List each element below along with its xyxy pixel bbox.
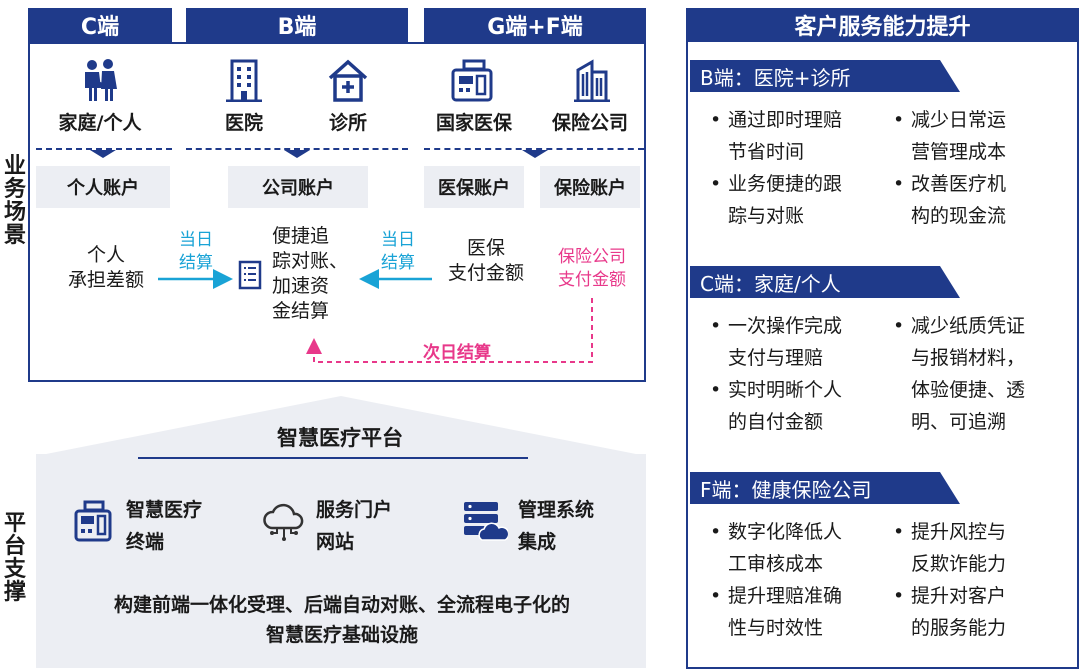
platform-item-system: 管理系统集成 <box>518 499 595 553</box>
section-f-left-list: •数字化降低人 工审核成本 •提升理赔准确 性与时效性 <box>710 521 843 639</box>
platform-title: 智慧医疗平台 <box>277 426 403 450</box>
section-f-right-list: •提升风控与 反欺诈能力 •提升对客户 的服务能力 <box>893 521 1007 639</box>
hospital-icon <box>224 58 264 102</box>
divider-b <box>186 148 408 150</box>
platform-roof <box>36 396 646 456</box>
family-icon <box>80 58 120 102</box>
center-settlement-text: 便捷追踪对账、加速资金结算 <box>272 225 349 322</box>
header-b-end: B端 <box>186 8 408 42</box>
section-b-left-list: •通过即时理赔 节省时间 •业务便捷的跟 踪与对账 <box>710 109 843 227</box>
divider-gf <box>424 148 644 150</box>
divider-c <box>36 148 172 150</box>
arrow-down-c <box>90 150 116 158</box>
section-f-title: F端：健康保险公司 <box>700 477 872 502</box>
section-b-right-list: •减少日常运 营管理成本 •改善医疗机 构的现金流 <box>893 109 1007 227</box>
platform-description: 构建前端一体化受理、后端自动对账、全流程电子化的智慧医疗基础设施 <box>113 594 570 646</box>
national-insurance-icon <box>450 58 494 102</box>
entity-family-label: 家庭/个人 <box>58 112 142 134</box>
account-company: 公司账户 <box>228 166 368 208</box>
flow-arrows <box>158 269 593 363</box>
entity-insurance-company-label: 保险公司 <box>551 112 628 134</box>
medical-pay-text: 医保支付金额 <box>447 237 524 284</box>
cloud-icon <box>262 500 306 542</box>
section-c-right-list: •减少纸质凭证 与报销材料， 体验便捷、透 明、可追溯 <box>893 315 1026 433</box>
header-c-end: C端 <box>28 8 172 42</box>
business-scenario-box <box>28 42 646 382</box>
document-list-icon <box>236 260 264 290</box>
personal-diff-text: 个人承担差额 <box>67 244 144 291</box>
same-day-settle-left: 当日结算 <box>179 230 213 273</box>
scenario-side-label: 业务场景 <box>3 154 26 248</box>
next-day-settle-label: 次日结算 <box>423 343 491 363</box>
section-b-title: B端：医院+诊所 <box>700 65 851 90</box>
right-panel-title: 客户服务能力提升 <box>686 8 1079 42</box>
entity-hospital-label: 医院 <box>224 112 263 134</box>
insurer-pay-text: 保险公司支付金额 <box>558 247 626 290</box>
header-gf-end: G端+F端 <box>424 8 646 42</box>
entity-national-insurance-label: 国家医保 <box>435 112 512 134</box>
entity-clinic-label: 诊所 <box>328 112 367 134</box>
saas-server-icon <box>462 500 508 542</box>
platform-side-label: 平台支撑 <box>3 511 26 605</box>
insurance-company-icon <box>572 58 612 102</box>
platform-box <box>36 454 646 668</box>
platform-title-underline <box>138 457 528 459</box>
arrow-next-day <box>306 298 593 363</box>
section-c-left-list: •一次操作完成 支付与理赔 •实时明晰个人 的自付金额 <box>710 315 843 433</box>
account-personal: 个人账户 <box>36 166 170 208</box>
platform-item-portal: 服务门户网站 <box>316 499 393 553</box>
account-insurance: 保险账户 <box>540 166 640 208</box>
section-c-banner <box>690 266 960 298</box>
section-b-banner <box>690 60 960 92</box>
platform-item-terminal: 智慧医疗终端 <box>126 499 203 553</box>
same-day-settle-right: 当日结算 <box>381 230 415 273</box>
arrow-down-gf <box>522 150 548 158</box>
clinic-icon <box>326 58 370 102</box>
section-f-banner <box>690 472 960 504</box>
terminal-icon <box>72 500 114 542</box>
account-medical-insurance: 医保账户 <box>424 166 524 208</box>
section-c-title: C端：家庭/个人 <box>700 271 841 296</box>
arrow-down-b <box>284 150 310 158</box>
